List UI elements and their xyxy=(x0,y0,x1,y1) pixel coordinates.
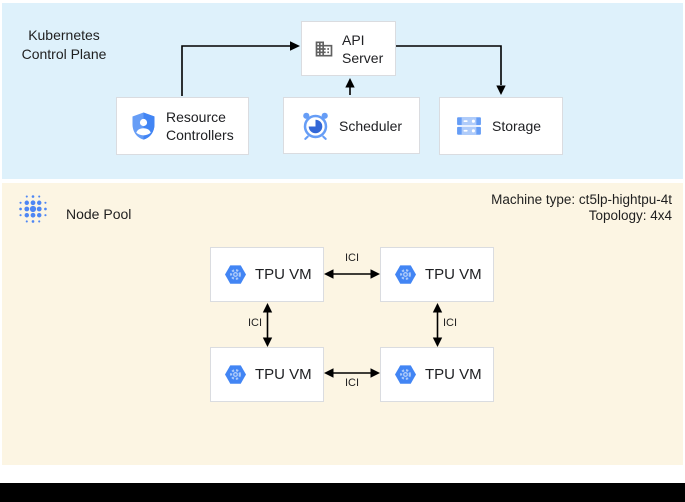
node-pool-panel xyxy=(2,183,683,465)
resource-controllers-box: Resource Controllers xyxy=(116,97,249,155)
node-pool-title: Node Pool xyxy=(66,206,132,222)
server-stack-icon xyxy=(455,115,483,137)
tpu-vm-box-bottom-right: TPU VM xyxy=(380,347,494,402)
control-plane-title: Kubernetes Control Plane xyxy=(21,27,107,62)
ici-label-right: ICI xyxy=(443,317,458,329)
building-icon xyxy=(314,39,334,59)
storage-label: Storage xyxy=(492,118,542,134)
dot-cluster-icon xyxy=(17,193,49,230)
tpu-vm-label: TPU VM xyxy=(425,265,482,283)
api-server-label: API Server xyxy=(342,31,384,66)
ici-label-bottom: ICI xyxy=(344,377,360,389)
scheduler-label: Scheduler xyxy=(339,117,403,134)
gke-hexagon-gear-icon xyxy=(394,364,417,385)
tpu-vm-box-top-left: TPU VM xyxy=(210,247,324,302)
topology-text: Topology: 4x4 xyxy=(588,207,672,223)
resource-controllers-label: Resource Controllers xyxy=(166,109,234,143)
tpu-vm-box-bottom-left: TPU VM xyxy=(210,347,324,402)
tpu-vm-box-top-right: TPU VM xyxy=(380,247,494,302)
shield-user-icon xyxy=(130,111,157,141)
machine-info: Machine type: ct5lp-hightpu-4t Topology:… xyxy=(491,192,672,223)
machine-type-text: Machine type: ct5lp-hightpu-4t xyxy=(491,192,672,207)
gke-hexagon-gear-icon xyxy=(224,364,247,385)
scheduler-box: Scheduler xyxy=(283,97,420,154)
api-server-box: API Server xyxy=(301,21,396,76)
ici-label-top: ICI xyxy=(344,252,360,264)
tpu-vm-label: TPU VM xyxy=(255,365,312,383)
gke-hexagon-gear-icon xyxy=(394,264,417,285)
storage-box: Storage xyxy=(439,97,563,155)
tpu-vm-label: TPU VM xyxy=(255,265,312,283)
alarm-clock-icon xyxy=(300,110,331,141)
tpu-vm-label: TPU VM xyxy=(425,365,482,383)
ici-label-left: ICI xyxy=(247,317,262,329)
bottom-bar xyxy=(0,483,685,502)
gke-hexagon-gear-icon xyxy=(224,264,247,285)
